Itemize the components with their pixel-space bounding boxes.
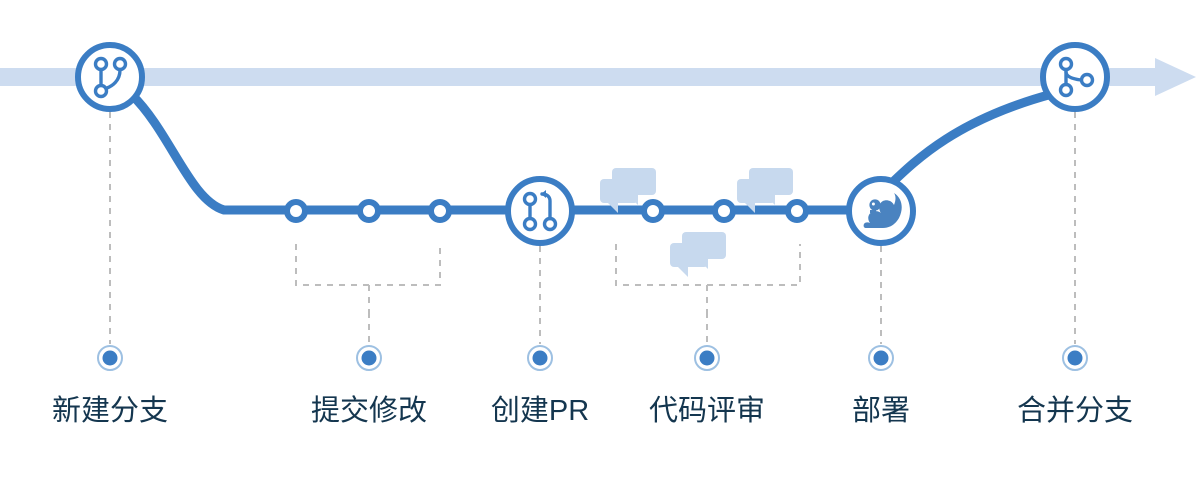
master-branch-track xyxy=(0,58,1196,96)
git-branch-icon xyxy=(93,56,128,99)
node-new-branch[interactable] xyxy=(75,42,145,112)
label-commit-changes: 提交修改 xyxy=(310,395,428,427)
label-new-branch: 新建分支 xyxy=(51,395,169,427)
node-deploy[interactable] xyxy=(846,176,916,246)
label-deploy: 部署 xyxy=(851,395,911,427)
node-merge-branch[interactable] xyxy=(1040,42,1110,112)
axis-marker-deploy[interactable] xyxy=(868,345,894,371)
commit-dots xyxy=(284,199,809,223)
axis-marker-create-pr[interactable] xyxy=(527,345,553,371)
review-dot-3[interactable] xyxy=(785,199,809,223)
comment-bubbles-above-left xyxy=(600,168,656,213)
comment-bubbles-below-center xyxy=(670,232,726,277)
git-pull-request-icon xyxy=(522,190,558,232)
label-merge-branch: 合并分支 xyxy=(1016,395,1134,427)
commit-dot-3[interactable] xyxy=(428,199,452,223)
label-create-pr: 创建PR xyxy=(490,395,590,427)
review-dot-1[interactable] xyxy=(641,199,665,223)
node-create-pr[interactable] xyxy=(505,176,575,246)
commits-bracket xyxy=(295,244,441,312)
commit-dot-1[interactable] xyxy=(284,199,308,223)
node-droplines xyxy=(109,112,1076,344)
workflow-path xyxy=(127,89,1057,215)
comment-bubbles-above-right xyxy=(737,168,793,213)
axis-markers xyxy=(97,345,1088,371)
reviews-bracket xyxy=(615,244,801,312)
commit-dot-2[interactable] xyxy=(357,199,381,223)
squirrel-icon xyxy=(863,193,902,228)
review-dot-2[interactable] xyxy=(712,199,736,223)
axis-marker-code-review[interactable] xyxy=(694,345,720,371)
git-merge-icon xyxy=(1058,56,1095,98)
right-arrow-head xyxy=(1155,58,1196,96)
label-code-review: 代码评审 xyxy=(648,395,766,427)
axis-marker-merge-branch[interactable] xyxy=(1062,345,1088,371)
axis-marker-new-branch[interactable] xyxy=(97,345,123,371)
axis-marker-commit-changes[interactable] xyxy=(356,345,382,371)
